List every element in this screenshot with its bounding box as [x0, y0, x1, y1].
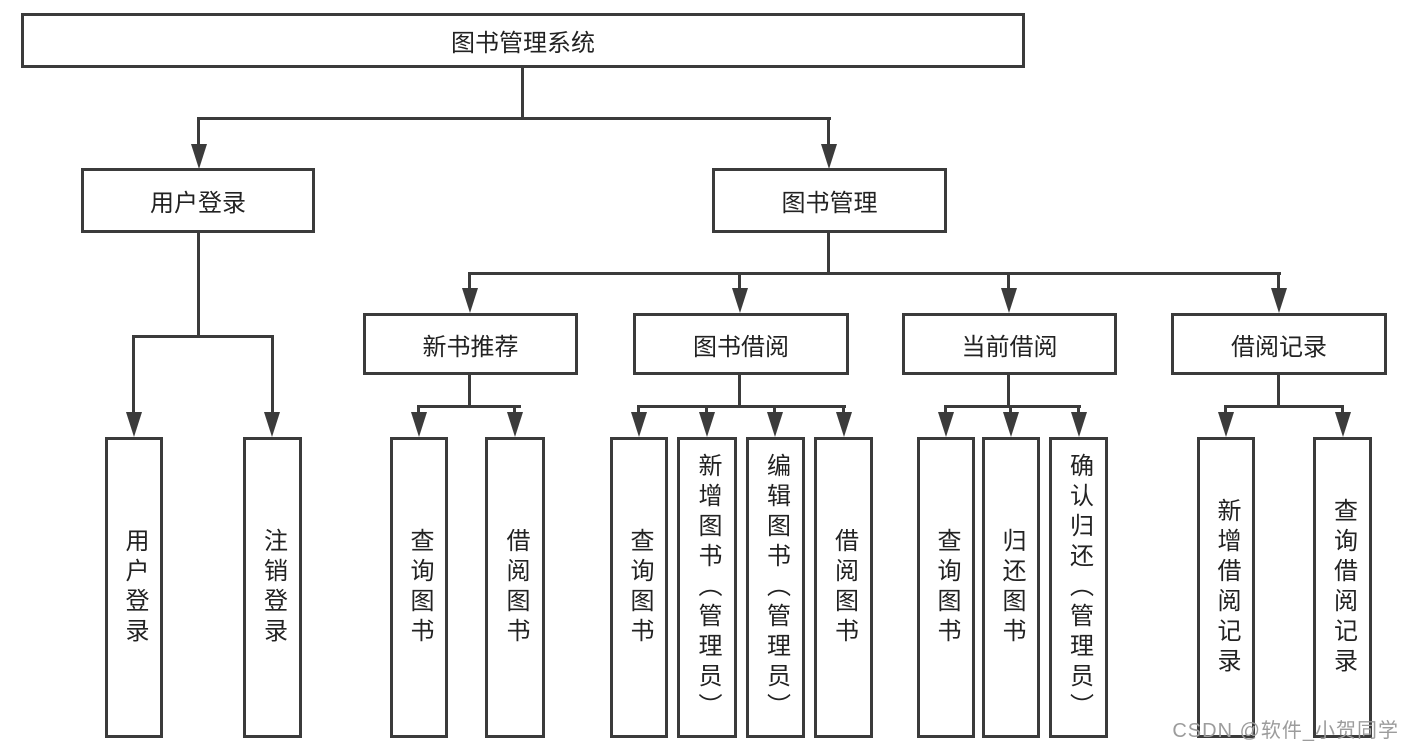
connector-line [417, 407, 420, 415]
leaf-confirm-return-admin: 确认归还（管理员） [1049, 437, 1108, 738]
arrowhead-down-icon [462, 288, 478, 313]
connector-line [271, 337, 274, 414]
arrowhead-down-icon [631, 412, 647, 437]
arrowhead-down-icon [191, 144, 207, 169]
leaf-user-login: 用户登录 [105, 437, 163, 738]
leaf-borrow-books-recommend: 借阅图书 [485, 437, 545, 738]
connector-line [513, 407, 516, 415]
arrowhead-down-icon [411, 412, 427, 437]
connector-line [197, 117, 831, 120]
connector-line [521, 67, 524, 119]
leaf-query-books-recommend: 查询图书 [390, 437, 448, 738]
arrowhead-down-icon [1271, 288, 1287, 313]
connector-line [1224, 405, 1344, 408]
connector-line [773, 407, 776, 415]
connector-line [197, 119, 200, 147]
connector-line [1277, 375, 1280, 408]
connector-line [1277, 274, 1280, 290]
connector-line [637, 405, 846, 408]
arrowhead-down-icon [836, 412, 852, 437]
arrowhead-down-icon [1001, 288, 1017, 313]
connector-line [468, 272, 1281, 275]
connector-line [1007, 375, 1010, 408]
leaf-return-books: 归还图书 [982, 437, 1040, 738]
connector-line [1224, 407, 1227, 415]
arrowhead-down-icon [821, 144, 837, 169]
connector-line [944, 405, 1081, 408]
arrowhead-down-icon [507, 412, 523, 437]
connector-line [132, 335, 274, 338]
leaf-edit-books-admin: 编辑图书（管理员） [746, 437, 805, 738]
leaf-add-borrow-record: 新增借阅记录 [1197, 437, 1255, 738]
arrowhead-down-icon [732, 288, 748, 313]
node-book-borrowing: 图书借阅 [633, 313, 849, 375]
connector-line [1007, 274, 1010, 290]
connector-line [842, 407, 845, 415]
connector-line [468, 274, 471, 290]
connector-line [1077, 407, 1080, 415]
connector-line [1341, 407, 1344, 415]
leaf-logout: 注销登录 [243, 437, 302, 738]
connector-line [827, 119, 830, 147]
connector-line [705, 407, 708, 415]
arrowhead-down-icon [1218, 412, 1234, 437]
node-book-management: 图书管理 [712, 168, 947, 233]
leaf-borrow-books: 借阅图书 [814, 437, 873, 738]
arrowhead-down-icon [126, 412, 142, 437]
connector-line [738, 375, 741, 408]
node-borrow-records: 借阅记录 [1171, 313, 1387, 375]
connector-line [637, 407, 640, 415]
connector-line [132, 337, 135, 414]
connector-line [944, 407, 947, 415]
leaf-add-books-admin: 新增图书（管理员） [677, 437, 737, 738]
connector-line [197, 233, 200, 337]
csdn-watermark: CSDN @软件_小贺同学 [1172, 720, 1399, 742]
arrowhead-down-icon [1071, 412, 1087, 437]
connector-line [827, 233, 830, 274]
node-current-borrowing: 当前借阅 [902, 313, 1117, 375]
leaf-query-books-borrowing: 查询图书 [610, 437, 668, 738]
node-new-book-recommend: 新书推荐 [363, 313, 578, 375]
arrowhead-down-icon [1335, 412, 1351, 437]
arrowhead-down-icon [938, 412, 954, 437]
leaf-query-borrow-record: 查询借阅记录 [1313, 437, 1372, 738]
node-library-system: 图书管理系统 [21, 13, 1025, 68]
connector-line [1009, 407, 1012, 415]
connector-line [468, 375, 471, 408]
connector-line [738, 274, 741, 290]
arrowhead-down-icon [264, 412, 280, 437]
arrowhead-down-icon [1003, 412, 1019, 437]
leaf-query-books-current: 查询图书 [917, 437, 975, 738]
node-user-login: 用户登录 [81, 168, 315, 233]
arrowhead-down-icon [767, 412, 783, 437]
arrowhead-down-icon [699, 412, 715, 437]
connector-line [417, 405, 521, 408]
